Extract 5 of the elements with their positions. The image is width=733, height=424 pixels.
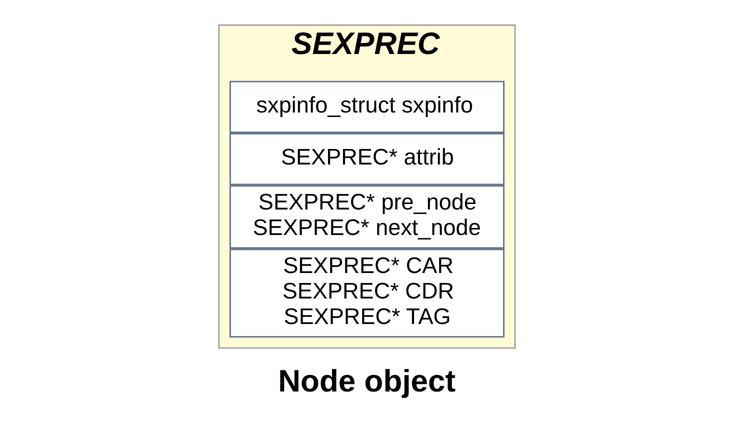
node-box: SEXPREC* CAR SEXPREC* CDR SEXPREC* TAG	[229, 248, 504, 338]
node-box: sxpinfo_struct sxpinfo	[229, 80, 504, 134]
node-box: SEXPREC* attrib	[229, 133, 504, 186]
node-box: SEXPREC* pre_node SEXPREC* next_node	[229, 185, 504, 249]
label: Node object	[278, 363, 456, 398]
